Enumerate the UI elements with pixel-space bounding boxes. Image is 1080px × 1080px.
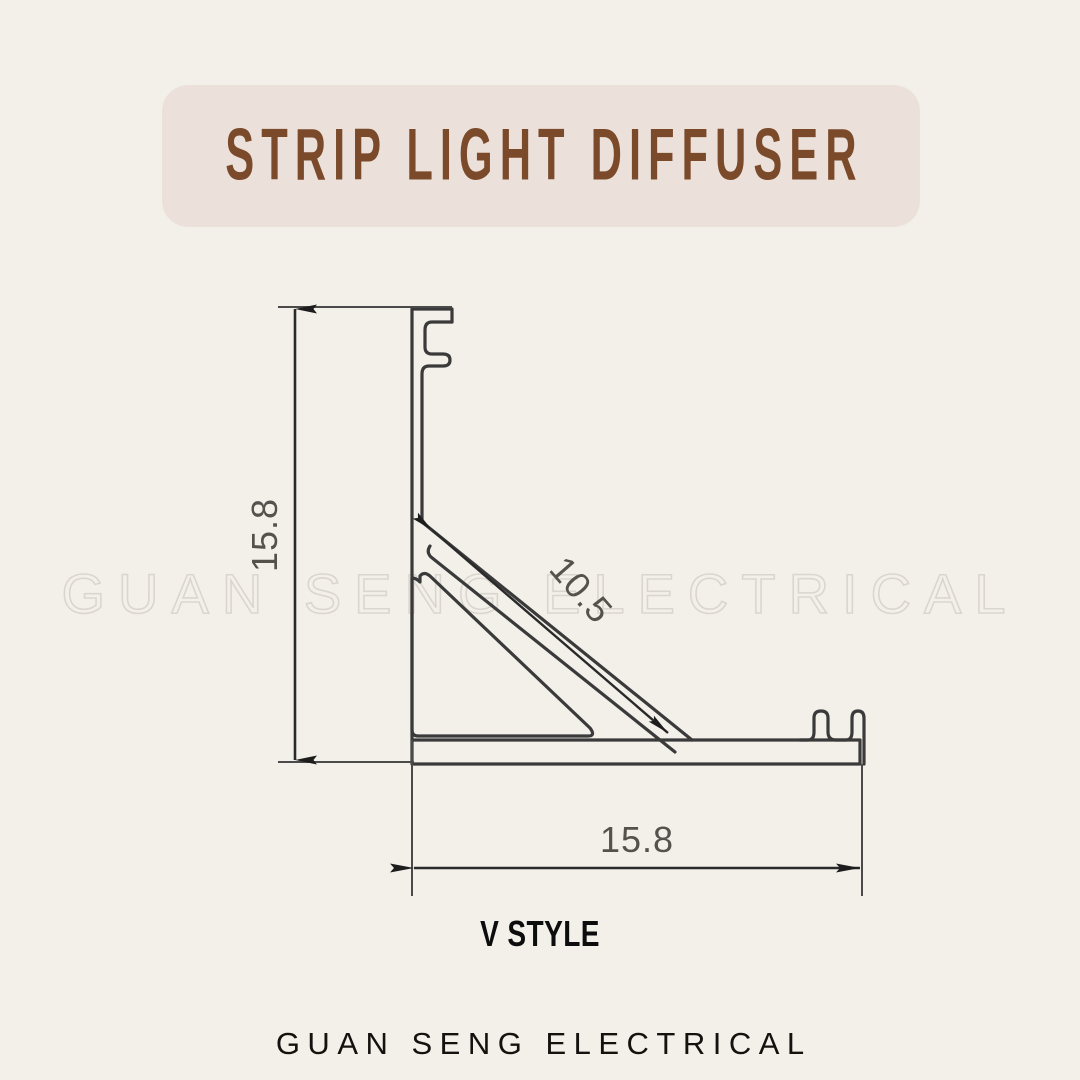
dimension-diagonal: 10.5 (412, 512, 669, 734)
profile-top-cap (410, 307, 454, 324)
style-caption: V STYLE (480, 913, 600, 954)
profile-top-clip (420, 320, 454, 524)
dimension-height: 15.8 (244, 304, 317, 765)
dimension-height-label: 15.8 (244, 498, 285, 572)
dimension-width-label: 15.8 (600, 819, 674, 860)
profile-right-groove (798, 709, 866, 766)
title-banner: STRIP LIGHT DIFFUSER (162, 85, 920, 227)
dim-line-diagonal (412, 512, 669, 734)
footer-brand: GUAN SENG ELECTRICAL (275, 1026, 812, 1061)
page-title: STRIP LIGHT DIFFUSER (225, 114, 864, 197)
profile-outline (410, 307, 866, 766)
dimension-width: 15.8 (390, 819, 860, 873)
dimension-diagonal-label: 10.5 (542, 548, 622, 631)
